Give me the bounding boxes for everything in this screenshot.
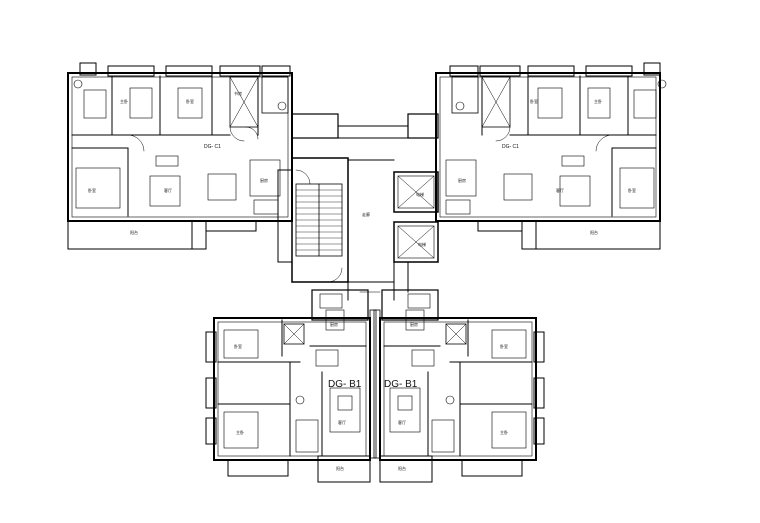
room-label-bedroom2-ul: 卧室 (88, 187, 96, 193)
unit-label-lower-left: DG- B1 (328, 379, 362, 390)
room-label-kitchen-ll: 厨房 (330, 321, 338, 327)
room-label-living-ur: 客厅 (556, 187, 564, 193)
room-label-living-ul: 客厅 (164, 187, 172, 193)
unit-label-upper-right: DG- C1 (502, 144, 519, 150)
room-label-study-ul: 书房 (234, 90, 242, 96)
labels: DG- C1 DG- C1 DG- B1 DG- B1 主卧 卧室 书房 客厅 … (88, 90, 636, 471)
room-label-balcony-ul: 阳台 (130, 229, 138, 235)
room-label-master-bedroom-ul: 主卧 (120, 98, 128, 104)
room-label-balcony-ll: 阳台 (336, 465, 344, 471)
room-label-kitchen-ul: 厨房 (260, 177, 268, 183)
room-label-kitchen-ur: 厨房 (458, 177, 466, 183)
room-label-bedroom2-ur: 卧室 (628, 187, 636, 193)
unit-label-upper-left: DG- C1 (204, 144, 221, 150)
room-label-balcony-lr: 阳台 (398, 465, 406, 471)
room-label-elevator-1: 电梯 (416, 191, 424, 197)
unit-label-lower-right: DG- B1 (384, 379, 418, 390)
room-label-master-bedroom-ll: 主卧 (236, 429, 244, 435)
room-label-bedroom-ul: 卧室 (186, 98, 194, 104)
room-label-corridor: 走廊 (362, 211, 370, 217)
unit-upper-right (435, 62, 667, 250)
room-label-kitchen-lr: 厨房 (410, 321, 418, 327)
room-label-living-ll: 客厅 (338, 419, 346, 425)
room-label-elevator-2: 电梯 (418, 241, 426, 247)
room-label-living-lr: 客厅 (398, 419, 406, 425)
room-label-master-bedroom-lr: 主卧 (500, 429, 508, 435)
room-label-master-bedroom-ur: 主卧 (594, 98, 602, 104)
unit-lower-right (373, 289, 545, 483)
room-label-bedroom-ur: 卧室 (530, 98, 538, 104)
room-label-bedroom-ll: 卧室 (234, 343, 242, 349)
unit-upper-left (67, 62, 293, 250)
unit-lower-left (205, 289, 377, 483)
room-label-balcony-ur: 阳台 (590, 229, 598, 235)
central-core (277, 113, 439, 301)
room-label-bedroom-lr: 卧室 (500, 343, 508, 349)
